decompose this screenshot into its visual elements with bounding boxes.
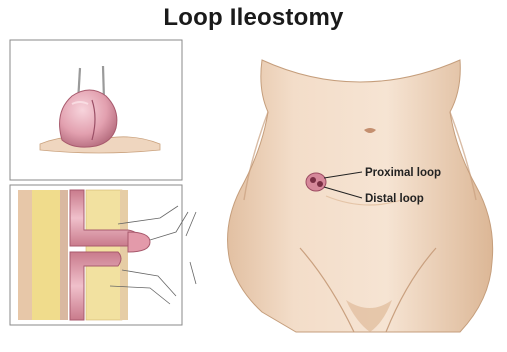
torso-illustration (228, 60, 493, 332)
label-proximal-loop: Proximal loop (365, 167, 441, 179)
stoma-icon (306, 173, 326, 191)
inset-panel-top (10, 40, 182, 180)
label-distal-loop: Distal loop (365, 193, 424, 205)
inset-panel-bottom (10, 185, 196, 325)
